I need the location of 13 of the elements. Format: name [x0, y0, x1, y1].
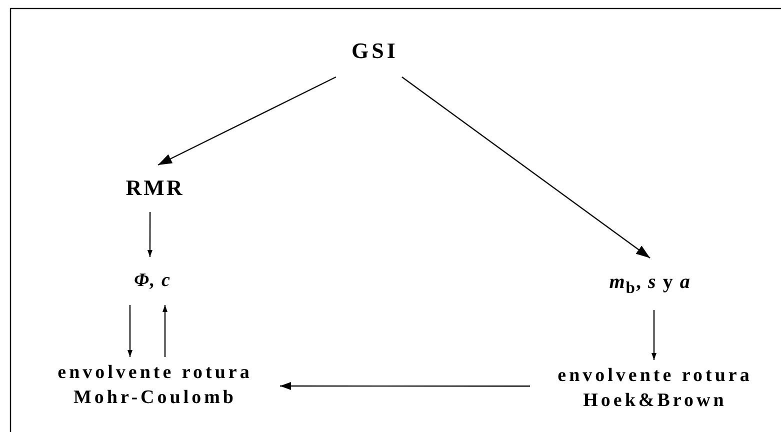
arrow: [652, 310, 656, 360]
node-label: RMR: [126, 174, 184, 202]
arrow: [147, 212, 152, 257]
arrow: [162, 305, 168, 357]
arrow: [280, 382, 530, 390]
node-label: envolvente rotura Mohr-Coulomb: [56, 361, 254, 410]
node-label: m$_{b}$, s y a: [609, 270, 691, 299]
arrow: [128, 305, 132, 357]
arrow: [158, 76, 336, 166]
node-label: Φ, c: [134, 268, 171, 293]
arrow: [402, 76, 650, 258]
node-label: envolvente rotura Hoek&Brown: [556, 364, 754, 413]
heading-label: GSI: [352, 36, 398, 65]
